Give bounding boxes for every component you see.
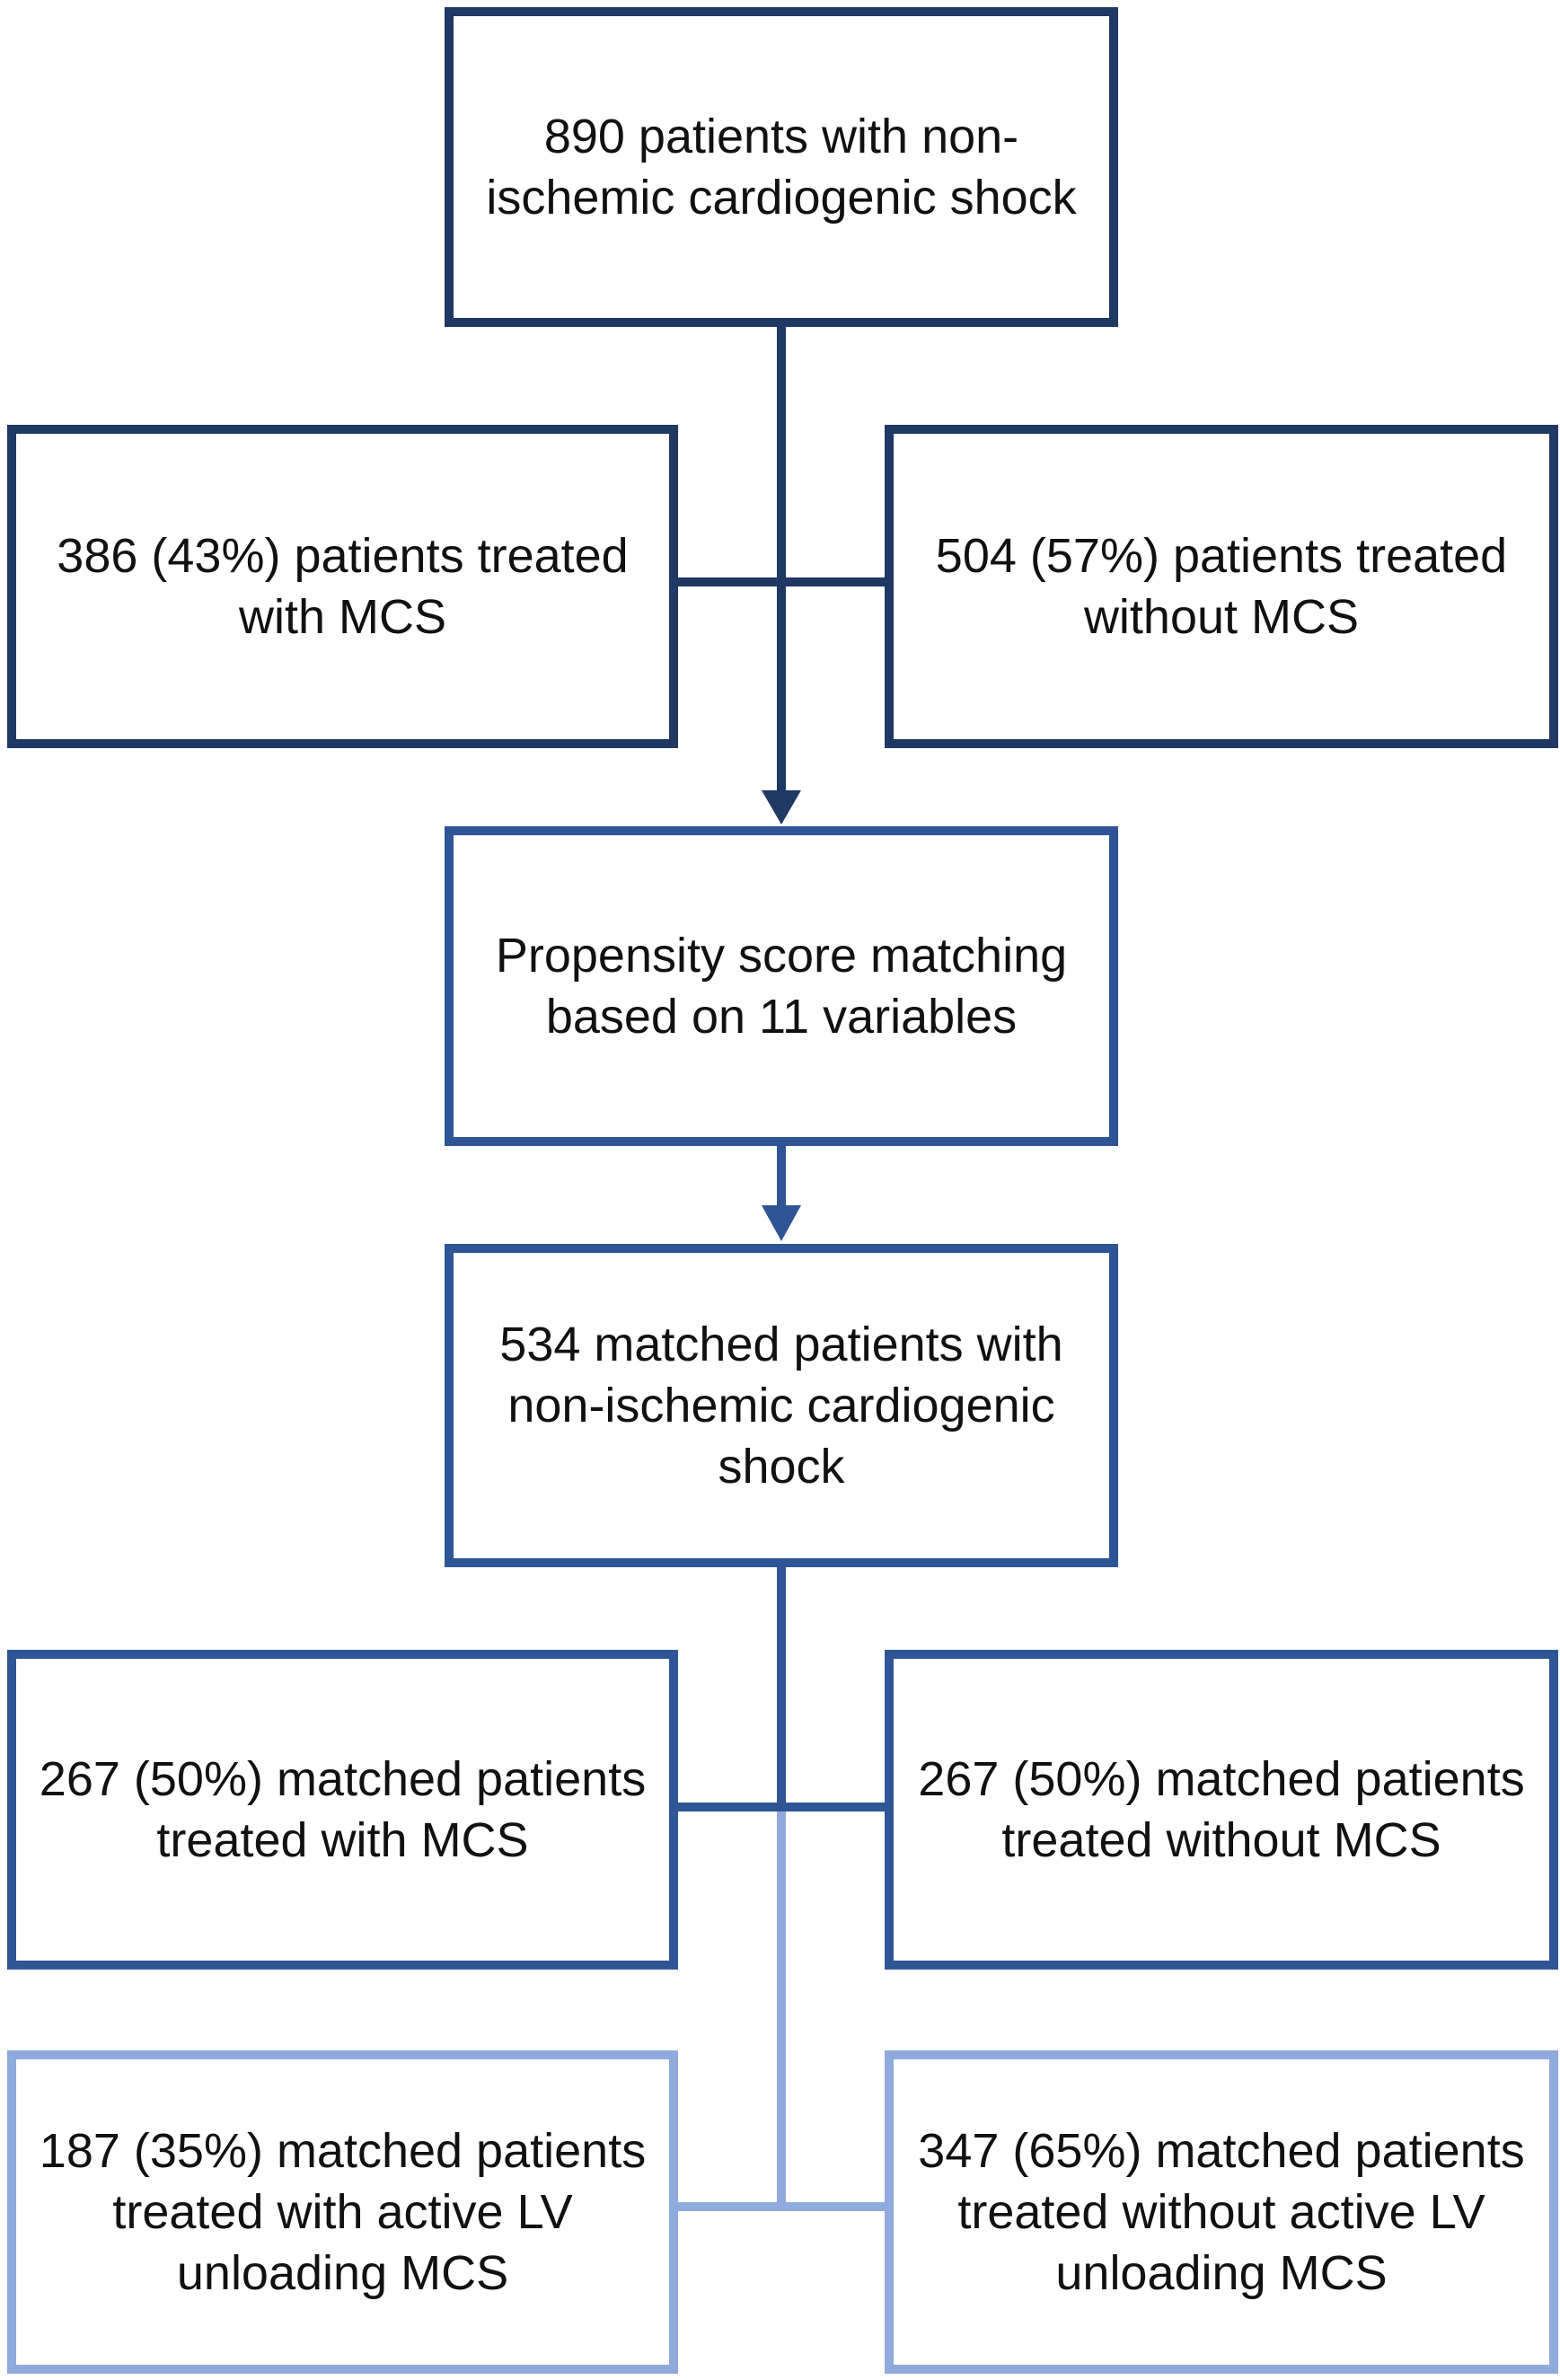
node-treated-without-mcs: 504 (57%) patients treated without MCS	[885, 425, 1558, 748]
node-with-active-lv-unloading: 187 (35%) matched patients treated with …	[7, 2050, 678, 2374]
node-treated-with-mcs: 386 (43%) patients treated with MCS	[7, 425, 678, 748]
node-without-active-lv-unloading: 347 (65%) matched patients treated witho…	[885, 2050, 1558, 2374]
node-matched-with-mcs: 267 (50%) matched patients treated with …	[7, 1650, 678, 1970]
node-matched-patients: 534 matched patients with non-ischemic c…	[445, 1244, 1118, 1567]
node-matched-without-mcs: 267 (50%) matched patients treated witho…	[885, 1650, 1558, 1970]
arrowhead-to-psm	[762, 790, 801, 824]
node-total-patients: 890 patients with non-ischemic cardiogen…	[445, 7, 1118, 327]
node-propensity-score-matching: Propensity score matching based on 11 va…	[445, 826, 1118, 1146]
arrowhead-to-matched	[762, 1205, 801, 1241]
